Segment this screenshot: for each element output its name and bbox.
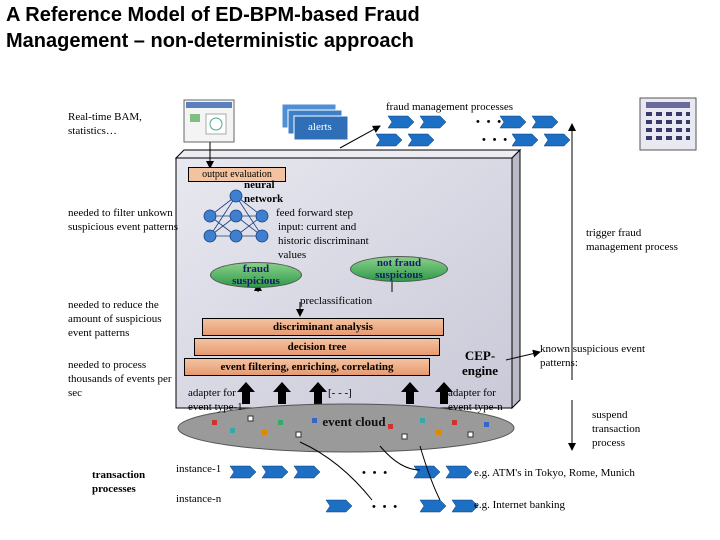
process-dots-2: • • • — [482, 134, 510, 146]
neural-network-label: neural network — [244, 179, 284, 205]
known-patterns-label: known suspicious event patterns: — [540, 343, 646, 369]
fraud-suspicious-node: fraud suspicious — [210, 262, 302, 288]
needed-reduce-label: needed to reduce the amount of suspiciou… — [68, 299, 162, 339]
instance-n-label: instance-n — [176, 493, 222, 505]
instance-1-label: instance-1 — [176, 463, 222, 475]
alerts-label: alerts — [308, 121, 332, 133]
trigger-label: trigger fraud management process — [586, 227, 678, 253]
atm-example-label: e.g. ATM's in Tokyo, Rome, Munich — [474, 467, 635, 479]
discriminant-analysis-layer: discriminant analysis — [202, 318, 444, 336]
adapter-dots-label: [- - -] — [328, 387, 352, 399]
process-dots-1: • • • — [476, 116, 504, 128]
transaction-dots-1: • • • — [362, 467, 390, 479]
adapter-n-label: adapter for event type-n — [448, 387, 503, 413]
not-fraud-suspicious-node: not fraud suspicious — [350, 256, 448, 282]
title-line-2: Management – non-deterministic approach — [6, 30, 414, 52]
output-evaluation-label: output evaluation — [188, 167, 286, 182]
decision-tree-layer: decision tree — [194, 338, 440, 356]
not-fraud-suspicious-label: not fraud suspicious — [375, 257, 423, 281]
needed-filter-label: needed to filter unkown suspicious event… — [68, 207, 178, 233]
transaction-dots-2: • • • — [372, 501, 400, 513]
bam-monitor-icon — [183, 99, 235, 143]
keypad-icon — [639, 97, 697, 151]
fraud-suspicious-label: fraud suspicious — [232, 263, 280, 287]
cep-engine-label: CEP-engine — [461, 348, 499, 378]
event-cloud — [177, 403, 515, 453]
suspend-label: suspend transaction process — [592, 409, 641, 449]
alerts-icon — [281, 103, 349, 141]
needed-process-label: needed to process thousands of events pe… — [68, 359, 172, 399]
bam-label: Real-time BAM, statistics… — [68, 111, 142, 137]
fraud-process-arrows — [375, 115, 571, 147]
slide-title: A Reference Model of ED-BPM-based Fraud … — [6, 2, 420, 54]
event-dots — [212, 415, 489, 440]
fraud-processes-label: fraud management processes — [386, 101, 514, 113]
event-up-arrows — [237, 382, 453, 404]
preclassification-label: preclassification — [300, 295, 373, 307]
engine-box-top — [174, 149, 522, 159]
neural-network — [203, 189, 269, 243]
transaction-processes-label: transaction processes — [92, 469, 146, 495]
input-current-label: input: current and historic discriminant… — [278, 221, 369, 261]
event-filtering-layer: event filtering, enriching, correlating — [184, 358, 430, 376]
feed-forward-label: feed forward step — [276, 207, 353, 219]
event-cloud-label: event cloud — [322, 414, 386, 429]
title-line-1: A Reference Model of ED-BPM-based Fraud — [6, 4, 420, 26]
adapter-1-label: adapter for event type-1 — [188, 387, 243, 413]
transaction-arrows — [229, 465, 479, 513]
internet-example-label: e.g. Internet banking — [474, 499, 566, 511]
engine-box-side — [511, 148, 521, 410]
